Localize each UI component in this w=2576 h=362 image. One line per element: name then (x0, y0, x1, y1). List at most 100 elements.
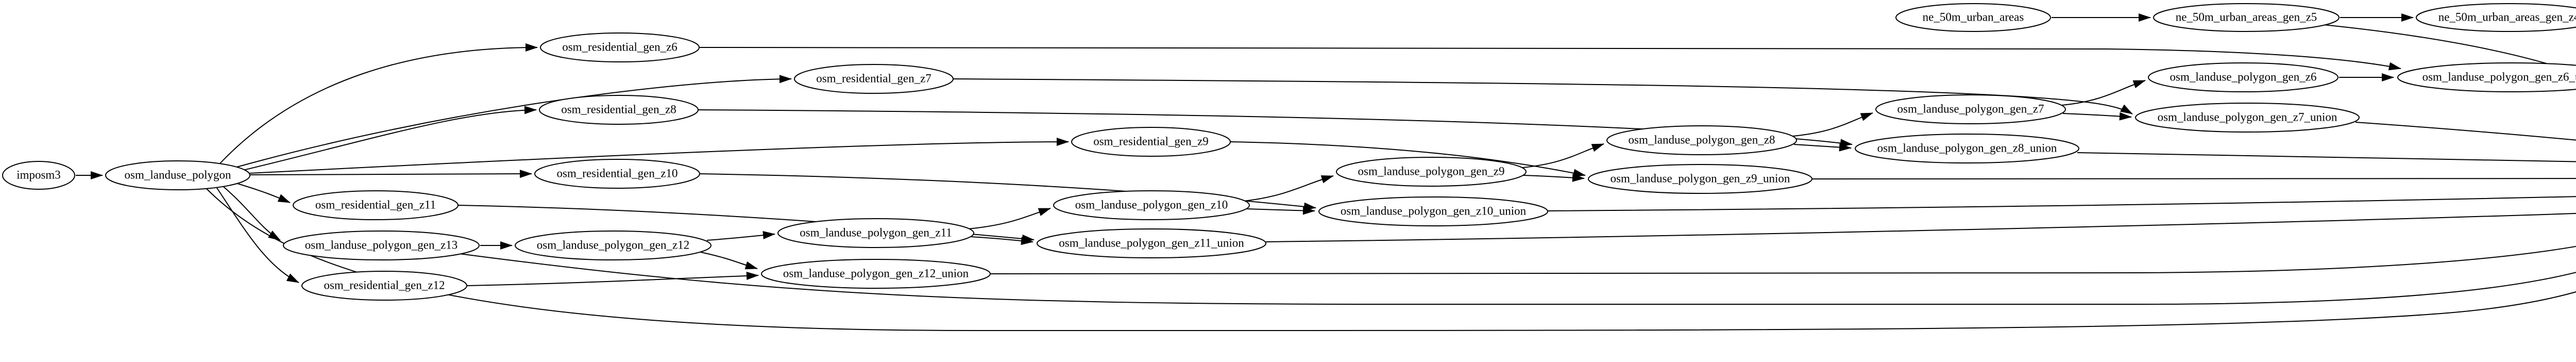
edge-osm_landuse_polygon_gen_z9--osm_landuse_polygon_gen_z9_union (1523, 173, 1585, 182)
node-label-ne_50m_urban_areas_gen_z4: ne_50m_urban_areas_gen_z4 (2438, 10, 2576, 23)
node-ellipse-ne_50m_urban_areas (1895, 3, 2051, 32)
node-osm_landuse_polygon_gen_z11_union: osm_landuse_polygon_gen_z11_union (1037, 228, 1266, 258)
node-label-osm_residential_gen_z8: osm_residential_gen_z8 (561, 103, 676, 116)
edge-osm_landuse_polygon_gen_z11--osm_landuse_polygon_gen_z11_union (970, 236, 1033, 245)
node-label-osm_landuse_polygon_gen_z13: osm_landuse_polygon_gen_z13 (305, 238, 457, 251)
node-label-osm_landuse_polygon_gen_z7: osm_landuse_polygon_gen_z7 (1897, 102, 2044, 115)
node-label-osm_landuse_polygon_gen_z6: osm_landuse_polygon_gen_z6 (2170, 70, 2317, 83)
node-ellipse-osm_residential_gen_z8 (539, 95, 699, 125)
edge-osm_landuse_polygon_gen_z10_union--layer_landuse:z10 (1547, 196, 2576, 211)
node-ellipse-osm_landuse_polygon_gen_z10 (1053, 190, 1250, 220)
node-ellipse-osm_landuse_polygon_gen_z6_union (2397, 62, 2576, 92)
edge-osm_residential_gen_z12--osm_landuse_polygon_gen_z12_union (466, 271, 759, 286)
edge-osm_landuse_polygon_gen_z8--osm_landuse_polygon_gen_z7 (1792, 112, 1873, 137)
node-osm_landuse_polygon_gen_z9_union: osm_landuse_polygon_gen_z9_union (1588, 164, 1812, 194)
node-ellipse-osm_residential_gen_z7 (794, 64, 954, 94)
edge-osm_landuse_polygon--osm_residential_gen_z8 (241, 106, 537, 171)
edge-osm_landuse_polygon_gen_z8_union--layer_landuse:z8 (2077, 152, 2576, 163)
edge-osm_landuse_polygon_gen_z12--osm_landuse_polygon_gen_z11 (706, 231, 775, 241)
node-osm_landuse_polygon_gen_z9: osm_landuse_polygon_gen_z9 (1336, 157, 1527, 187)
node-osm_landuse_polygon_gen_z6: osm_landuse_polygon_gen_z6 (2148, 62, 2338, 92)
node-ellipse-osm_landuse_polygon_gen_z11_union (1037, 228, 1266, 258)
node-ellipse-osm_landuse_polygon_gen_z9 (1336, 157, 1527, 187)
node-osm_landuse_polygon_gen_z6_union: osm_landuse_polygon_gen_z6_union (2397, 62, 2576, 92)
node-osm_residential_gen_z9: osm_residential_gen_z9 (1071, 127, 1231, 157)
edge-osm_landuse_polygon_gen_z10--osm_landuse_polygon_gen_z10_union (1246, 206, 1315, 215)
edge-osm_landuse_polygon_gen_z8--osm_landuse_polygon_gen_z8_union (1793, 143, 1852, 152)
node-label-osm_landuse_polygon: osm_landuse_polygon (125, 168, 231, 181)
node-osm_residential_gen_z7: osm_residential_gen_z7 (794, 64, 954, 94)
node-label-osm_landuse_polygon_gen_z6_union: osm_landuse_polygon_gen_z6_union (2422, 70, 2576, 83)
node-ne_50m_urban_areas_gen_z5: ne_50m_urban_areas_gen_z5 (2153, 3, 2340, 32)
node-osm_landuse_polygon_gen_z7_union: osm_landuse_polygon_gen_z7_union (2135, 103, 2360, 133)
node-osm_residential_gen_z11: osm_residential_gen_z11 (293, 190, 459, 220)
node-ellipse-osm_residential_gen_z6 (540, 32, 700, 62)
node-ellipse-osm_landuse_polygon_gen_z10_union (1318, 196, 1548, 226)
node-label-osm_landuse_polygon_gen_z12: osm_landuse_polygon_gen_z12 (537, 238, 689, 251)
edge-osm_landuse_polygon_gen_z7--osm_landuse_polygon_gen_z6 (2061, 80, 2146, 106)
node-ellipse-osm_landuse_polygon_gen_z7 (1875, 94, 2066, 124)
edge-osm_landuse_polygon--osm_residential_gen_z9 (249, 138, 1069, 174)
node-label-osm_landuse_polygon_gen_z8: osm_landuse_polygon_gen_z8 (1629, 133, 1775, 146)
edge-osm_landuse_polygon_gen_z11--osm_landuse_polygon_gen_z10 (967, 208, 1051, 229)
node-ellipse-osm_landuse_polygon_gen_z8 (1606, 125, 1797, 155)
edge-osm_landuse_polygon--osm_residential_gen_z7 (232, 75, 792, 169)
node-label-osm_residential_gen_z12: osm_residential_gen_z12 (324, 278, 445, 291)
edge-osm_landuse_polygon--osm_residential_gen_z10 (250, 170, 532, 178)
node-osm_residential_gen_z8: osm_residential_gen_z8 (539, 95, 699, 125)
node-label-osm_landuse_polygon_gen_z8_union: osm_landuse_polygon_gen_z8_union (1877, 141, 2057, 154)
edge-osm_landuse_polygon_gen_z9--osm_landuse_polygon_gen_z8 (1522, 143, 1604, 168)
node-ellipse-ne_50m_urban_areas_gen_z5 (2153, 3, 2340, 32)
node-ellipse-osm_residential_gen_z10 (534, 159, 700, 189)
node-ellipse-osm_landuse_polygon_gen_z6 (2148, 62, 2338, 92)
node-label-osm_residential_gen_z7: osm_residential_gen_z7 (816, 72, 931, 85)
node-ellipse-osm_landuse_polygon_gen_z8_union (1855, 134, 2079, 163)
node-osm_landuse_polygon: osm_landuse_polygon (105, 160, 250, 190)
node-osm_landuse_polygon_gen_z8_union: osm_landuse_polygon_gen_z8_union (1855, 134, 2079, 163)
node-ellipse-osm_landuse_polygon_gen_z7_union (2135, 103, 2360, 133)
edge-osm_residential_gen_z10--osm_landuse_polygon_gen_z10_union (699, 173, 1316, 211)
node-ellipse-osm_residential_gen_z9 (1071, 127, 1231, 157)
edges-layer (76, 13, 2576, 332)
edge-osm_landuse_polygon_gen_z7--osm_landuse_polygon_gen_z7_union (2062, 112, 2132, 121)
node-ellipse-osm_residential_gen_z12 (301, 271, 467, 301)
node-label-osm_landuse_polygon_gen_z12_union: osm_landuse_polygon_gen_z12_union (783, 267, 969, 279)
edge-osm_landuse_polygon_gen_z10--osm_landuse_polygon_gen_z9 (1243, 175, 1334, 202)
edge-osm_landuse_polygon_gen_z13--layer_landuse:z13 (459, 253, 2576, 305)
node-label-osm_landuse_polygon_gen_z11: osm_landuse_polygon_gen_z11 (800, 226, 952, 239)
edge-osm_residential_gen_z9--osm_landuse_polygon_gen_z9_union (1230, 141, 1586, 177)
node-ellipse-ne_50m_urban_areas_gen_z4 (2416, 3, 2576, 32)
node-osm_residential_gen_z10: osm_residential_gen_z10 (534, 159, 700, 189)
edge-osm_landuse_polygon--osm_landuse_polygon_gen_z13 (220, 184, 281, 241)
node-imposm3: imposm3 (2, 161, 75, 190)
edge-osm_residential_gen_z7--osm_landuse_polygon_gen_z7_union (953, 78, 2133, 114)
edge-osm_landuse_polygon_gen_z11_union--layer_landuse:z11 (1265, 212, 2576, 242)
edge-osm_landuse_polygon--osm_residential_gen_z12 (215, 185, 299, 283)
node-ellipse-osm_landuse_polygon_gen_z13 (283, 231, 480, 260)
node-osm_landuse_polygon_gen_z8: osm_landuse_polygon_gen_z8 (1606, 125, 1797, 155)
node-ellipse-osm_landuse_polygon_gen_z11 (777, 218, 974, 248)
edge-osm_residential_gen_z11--osm_landuse_polygon_gen_z11_union (457, 205, 1035, 243)
edge-osm_residential_gen_z6--osm_landuse_polygon_gen_z6_union (699, 47, 2401, 71)
node-label-osm_landuse_polygon_gen_z11_union: osm_landuse_polygon_gen_z11_union (1059, 236, 1244, 249)
node-osm_landuse_polygon_gen_z10: osm_landuse_polygon_gen_z10 (1053, 190, 1250, 220)
node-osm_landuse_polygon_gen_z12_union: osm_landuse_polygon_gen_z12_union (761, 259, 991, 289)
node-osm_residential_gen_z12: osm_residential_gen_z12 (301, 271, 467, 301)
node-osm_landuse_polygon_gen_z10_union: osm_landuse_polygon_gen_z10_union (1318, 196, 1548, 226)
edge-osm_landuse_polygon--osm_residential_gen_z6 (218, 43, 538, 165)
edge-osm_landuse_polygon--osm_residential_gen_z11 (230, 181, 291, 203)
node-ne_50m_urban_areas_gen_z4: ne_50m_urban_areas_gen_z4 (2416, 3, 2576, 32)
node-label-osm_landuse_polygon_gen_z10: osm_landuse_polygon_gen_z10 (1075, 198, 1228, 211)
node-osm_landuse_polygon_gen_z13: osm_landuse_polygon_gen_z13 (283, 231, 480, 260)
nodes-layer: imposm3 osm_landuse_polygon osm_residentia… (2, 3, 2576, 301)
node-osm_residential_gen_z6: osm_residential_gen_z6 (540, 32, 700, 62)
node-ellipse-osm_landuse_polygon (105, 160, 250, 190)
edge-osm_landuse_polygon_gen_z9_union--layer_landuse:z9 (1811, 178, 2576, 179)
node-label-osm_residential_gen_z6: osm_residential_gen_z6 (562, 40, 677, 53)
node-ellipse-imposm3 (2, 161, 75, 190)
node-label-ne_50m_urban_areas_gen_z5: ne_50m_urban_areas_gen_z5 (2176, 10, 2317, 23)
edge-osm_landuse_polygon_gen_z12_union--layer_landuse:z12 (990, 245, 2576, 274)
node-osm_landuse_polygon_gen_z12: osm_landuse_polygon_gen_z12 (515, 231, 711, 260)
node-ellipse-osm_landuse_polygon_gen_z12_union (761, 259, 991, 289)
